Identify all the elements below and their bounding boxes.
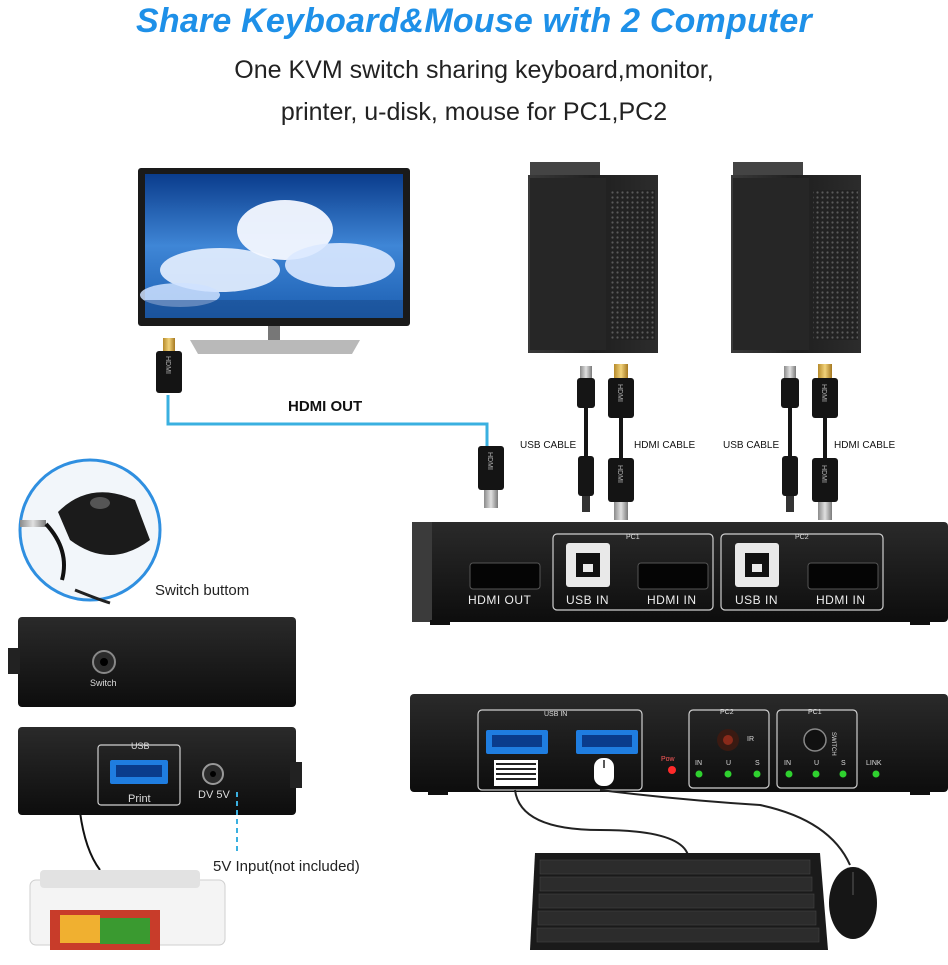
back-pc1-usb-in-label: USB IN [566, 593, 610, 607]
front-pc1-in-label: IN [784, 760, 791, 767]
plug-text-pc2-top: HDMI [820, 384, 827, 402]
front-pc1-u-label: U [814, 760, 820, 767]
mouse-glyph [594, 758, 614, 786]
monitor [138, 168, 410, 354]
plug-text-monitor: HDMI [164, 356, 171, 374]
front-pc2-in-label: IN [695, 760, 702, 767]
switch-port-label: Switch [90, 678, 117, 688]
pc2-cables [781, 364, 838, 520]
usb-label: USB [131, 741, 150, 751]
front-pow-label: Pow [661, 756, 675, 763]
back-pc1-hdmi-in-label: HDMI IN [647, 593, 697, 607]
print-label: Print [128, 793, 151, 805]
switch-caption: Switch buttom [155, 582, 250, 599]
front-pc2-s-label: S [755, 760, 760, 767]
front-ir-label: IR [747, 736, 754, 743]
front-pc1-label: PC1 [808, 709, 822, 716]
back-pc1-label: PC1 [626, 534, 640, 541]
pc-tower-1 [528, 162, 658, 353]
back-pc2-hdmi-in-label: HDMI IN [816, 593, 866, 607]
subtitle-line-1: One KVM switch sharing keyboard,monitor, [234, 56, 714, 84]
back-pc2-usb-in-label: USB IN [735, 593, 779, 607]
hdmi-cable-label-1: HDMI CABLE [634, 440, 696, 451]
subtitle-line-2: printer, u-disk, mouse for PC1,PC2 [280, 98, 668, 126]
usb-cable-label-2: USB CABLE [723, 440, 780, 451]
pc-tower-2 [731, 162, 861, 353]
keyboard [530, 853, 828, 950]
plug-text-box: HDMI [486, 452, 493, 470]
hdmi-out-label: HDMI OUT [288, 398, 363, 415]
hdmi-out-line [166, 395, 489, 448]
switch-button-zoom [18, 458, 162, 605]
plug-text-pc1-bottom: HDMI [616, 465, 623, 483]
front-link-label: LINK [866, 760, 882, 767]
printer [29, 870, 226, 950]
kvm-side-switch [8, 617, 296, 707]
pc1-cables [577, 364, 634, 520]
hdmi-plug-box [478, 446, 504, 508]
front-pc2-u-label: U [726, 760, 732, 767]
keyboard-glyph [494, 760, 538, 786]
front-switch-label: SWITCH [830, 732, 836, 756]
back-pc2-label: PC2 [795, 534, 809, 541]
hdmi-cable-label-2: HDMI CABLE [834, 440, 896, 451]
front-pc2-label: PC2 [720, 709, 734, 716]
dc-label: DV 5V [198, 789, 230, 801]
input-note: 5V Input(not included) [213, 858, 360, 875]
plug-text-pc2-bottom: HDMI [820, 465, 827, 483]
front-usb-in-label: USB IN [544, 711, 568, 718]
usb-cable-label-1: USB CABLE [520, 440, 577, 451]
kvm-side-usb-print [18, 727, 302, 871]
mouse [829, 867, 877, 939]
kvm-back-panel [412, 522, 948, 625]
back-hdmi-out-label: HDMI OUT [468, 593, 532, 607]
plug-text-pc1-top: HDMI [616, 384, 623, 402]
hdmi-plug-monitor [156, 338, 182, 393]
kvm-front-panel [410, 694, 948, 795]
front-pc1-s-label: S [841, 760, 846, 767]
page-title: Share Keyboard&Mouse with 2 Computer [136, 2, 812, 40]
